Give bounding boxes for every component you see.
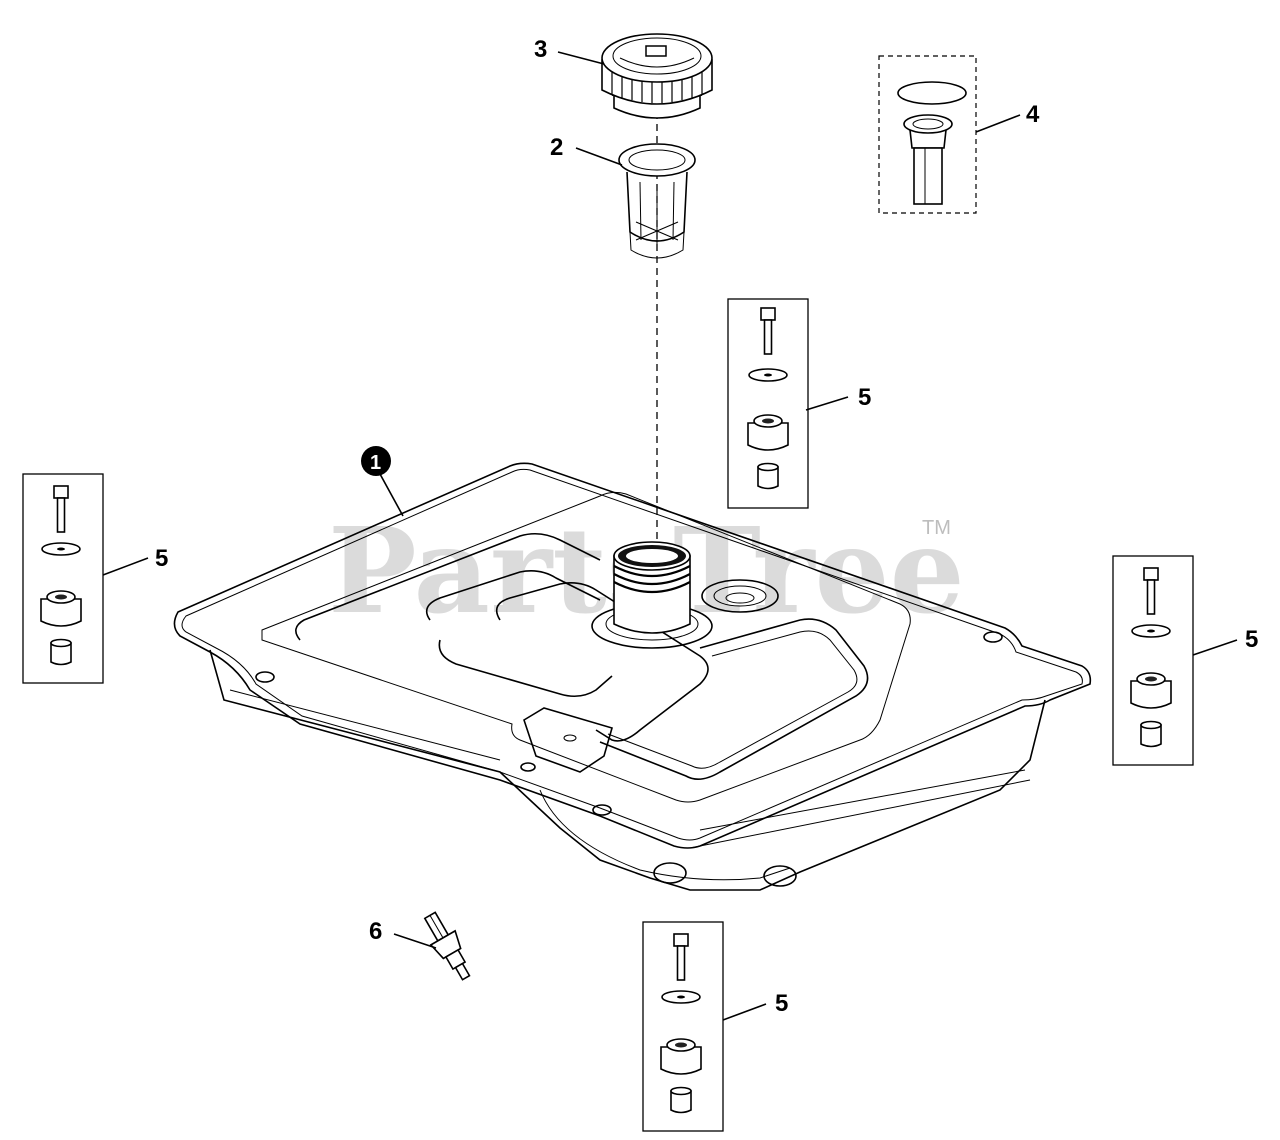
callout-leader-2	[575, 147, 623, 166]
callout-3: 3	[534, 36, 547, 63]
callout-leader-6	[393, 933, 437, 949]
mount-kit-box-upper[interactable]	[727, 298, 809, 509]
mount-kit-box-left[interactable]	[22, 473, 104, 684]
callout-5c: 5	[1245, 626, 1258, 653]
watermark-tm: TM	[922, 517, 951, 539]
fuel-tank-part[interactable]	[173, 462, 1092, 891]
fuel-fitting-part[interactable]	[418, 908, 478, 984]
callout-1-badge	[361, 446, 391, 476]
callout-5b: 5	[155, 545, 168, 572]
callout-leader-5d	[722, 1003, 767, 1021]
callout-1: 1	[370, 452, 381, 474]
callout-2: 2	[550, 134, 563, 161]
callout-leader-4	[975, 114, 1021, 133]
callout-leader-3	[557, 51, 605, 65]
callout-leader-5c	[1192, 639, 1238, 656]
callout-leader-5b	[102, 557, 149, 576]
callout-leader-5a	[805, 396, 849, 411]
callout-5a: 5	[858, 384, 871, 411]
part4-dashed-box	[878, 55, 977, 214]
callout-5d: 5	[775, 990, 788, 1017]
callout-leader-1	[379, 473, 404, 517]
fuel-strainer-part[interactable]	[618, 143, 696, 259]
callout-4: 4	[1026, 101, 1040, 128]
fuel-cap-part[interactable]	[601, 33, 713, 119]
mount-kit-box-bottom[interactable]	[642, 921, 724, 1132]
callout-6: 6	[369, 918, 382, 945]
fuel-gauge-part[interactable]	[897, 81, 967, 205]
mount-kit-box-right[interactable]	[1112, 555, 1194, 766]
